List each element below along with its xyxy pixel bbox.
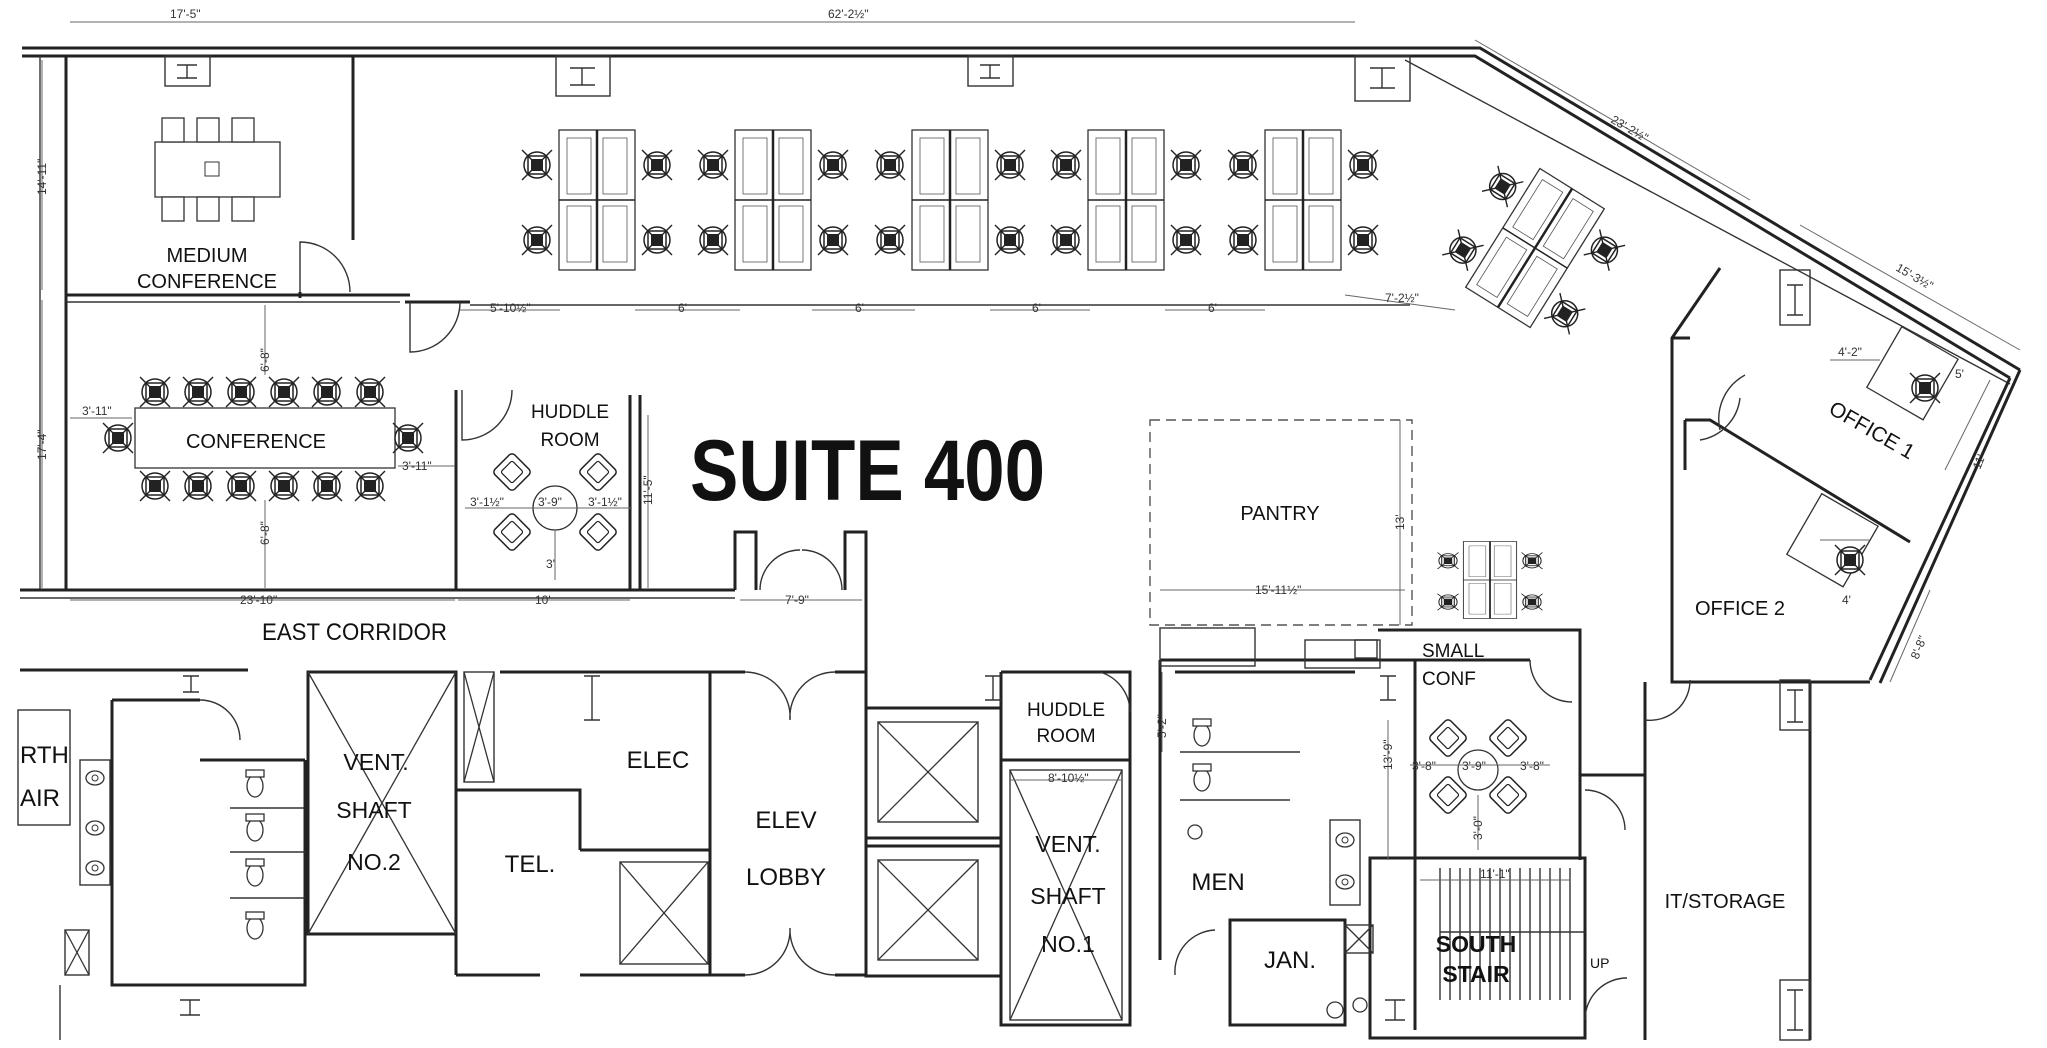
dim-4-2: 4'-2" xyxy=(1838,345,1862,359)
room-pantry: PANTRY xyxy=(1240,503,1319,525)
dim-6-b: 6' xyxy=(855,301,864,315)
dim-4: 4' xyxy=(1842,593,1851,607)
dimension-lines xyxy=(41,21,2021,881)
dim-3-11-left: 3'-11" xyxy=(82,404,112,418)
dim-13-9: 13'-9" xyxy=(1381,739,1395,770)
label-south: SOUTH xyxy=(1436,931,1517,957)
dim-8-8: 8'-8" xyxy=(1908,634,1930,661)
dim-5-2: 5'-2" xyxy=(1155,714,1169,738)
dim-14-11: 14'-11" xyxy=(35,159,49,195)
room-north-stair: RTH AIR xyxy=(20,742,69,812)
dim-11-1: 11'-1" xyxy=(1480,867,1510,881)
dim-3-8-left: 3'-8" xyxy=(1412,759,1436,773)
dim-6-c: 6' xyxy=(1032,301,1041,315)
medium-conference-table xyxy=(154,117,281,222)
room-vent-shaft-1: VENT. SHAFT NO.1 xyxy=(1030,831,1105,957)
label-conference-2: CONFERENCE xyxy=(137,271,277,293)
workstation-pods xyxy=(522,130,1636,619)
label-lobby: LOBBY xyxy=(746,864,826,891)
label-small: SMALL xyxy=(1422,641,1484,662)
label-room-2: ROOM xyxy=(1036,726,1095,747)
dim-15-3: 15'-3½" xyxy=(1894,260,1936,292)
conference-table xyxy=(102,376,424,502)
room-elec: ELEC xyxy=(627,747,690,774)
dim-3-1-left: 3'-1½" xyxy=(470,495,504,509)
room-huddle-2: HUDDLE ROOM xyxy=(1027,700,1105,747)
label-no-1: NO.1 xyxy=(1041,931,1095,957)
suite-title: SUITE 400 xyxy=(690,423,1045,519)
label-medium: MEDIUM xyxy=(166,245,247,267)
dim-6-8-top: 6'-8" xyxy=(258,348,272,372)
exterior-walls xyxy=(22,46,2022,684)
room-men: MEN xyxy=(1191,869,1244,896)
label-stair: STAIR xyxy=(1442,961,1510,987)
dim-6-d: 6' xyxy=(1208,301,1217,315)
pantry-counter xyxy=(1159,627,1381,669)
dim-3-8-right: 3'-8" xyxy=(1520,759,1544,773)
dim-10: 10' xyxy=(535,593,551,607)
dim-6-8-bottom: 6'-8" xyxy=(258,521,272,545)
label-rth: RTH xyxy=(20,742,69,769)
room-huddle-1: HUDDLE ROOM xyxy=(531,402,609,451)
dim-11: 11' xyxy=(1970,452,1989,471)
dim-3-vertical: 3' xyxy=(546,557,555,571)
label-room-1: ROOM xyxy=(540,430,599,451)
label-air: AIR xyxy=(20,785,60,812)
room-it-storage: IT/STORAGE xyxy=(1665,891,1786,913)
room-south-stair: SOUTH STAIR xyxy=(1436,931,1517,987)
column-markers xyxy=(164,55,1811,1041)
room-small-conf: SMALL CONF xyxy=(1422,641,1484,690)
dim-13: 13' xyxy=(1393,514,1407,530)
dim-8-10: 8'-10½" xyxy=(1048,771,1089,785)
restroom-fixtures xyxy=(64,718,1374,1019)
corridor-label: EAST CORRIDOR xyxy=(262,619,447,646)
dim-3-9-huddle: 3'-9" xyxy=(538,495,562,509)
label-huddle-2: HUDDLE xyxy=(1027,700,1105,721)
dim-6-a: 6' xyxy=(678,301,687,315)
label-vent-2: VENT. xyxy=(343,749,408,775)
dim-17-5: 17'-5" xyxy=(170,7,201,21)
room-office-2: OFFICE 2 xyxy=(1695,598,1785,620)
dim-7-2: 7'-2½" xyxy=(1385,291,1419,305)
room-jan: JAN. xyxy=(1264,947,1316,974)
small-conf-table xyxy=(1427,717,1529,816)
room-tel: TEL. xyxy=(505,851,556,878)
interior-walls xyxy=(20,56,1911,700)
label-huddle-1: HUDDLE xyxy=(531,402,609,423)
dim-3-1-right: 3'-1½" xyxy=(588,495,622,509)
label-conf: CONF xyxy=(1422,669,1476,690)
dim-3-0: 3'-0" xyxy=(1471,816,1485,840)
stair-up-label: UP xyxy=(1590,955,1609,971)
label-shaft-2: SHAFT xyxy=(336,797,411,823)
room-medium-conference: MEDIUM CONFERENCE xyxy=(137,245,277,293)
label-no-2: NO.2 xyxy=(347,849,401,875)
doors xyxy=(199,241,1746,1021)
dim-5: 5' xyxy=(1955,367,1964,381)
dim-15-11: 15'-11½" xyxy=(1255,583,1301,597)
dimension-labels: 17'-5" 62'-2½" 23'-2½" 15'-3½" 14'-11" 1… xyxy=(35,7,1988,881)
stair-treads xyxy=(1439,868,1585,1000)
dim-17-4: 17'-4" xyxy=(35,429,49,460)
room-vent-shaft-2: VENT. SHAFT NO.2 xyxy=(336,749,411,875)
core-walls xyxy=(17,628,1812,1040)
dim-5-10: 5'-10½" xyxy=(490,301,531,315)
label-elev: ELEV xyxy=(755,807,816,834)
label-vent-1: VENT. xyxy=(1035,831,1100,857)
dim-62-2: 62'-2½" xyxy=(828,7,869,21)
dim-7-9: 7'-9" xyxy=(785,593,809,607)
room-conference: CONFERENCE xyxy=(186,431,326,453)
room-elev-lobby: ELEV LOBBY xyxy=(746,807,826,891)
label-shaft-1: SHAFT xyxy=(1030,883,1105,909)
dim-3-11-right: 3'-11" xyxy=(402,459,432,473)
dim-23-10: 23'-10" xyxy=(240,593,277,607)
dim-3-9-smallconf: 3'-9" xyxy=(1462,759,1486,773)
dim-11-5: 11'-5" xyxy=(641,475,655,505)
